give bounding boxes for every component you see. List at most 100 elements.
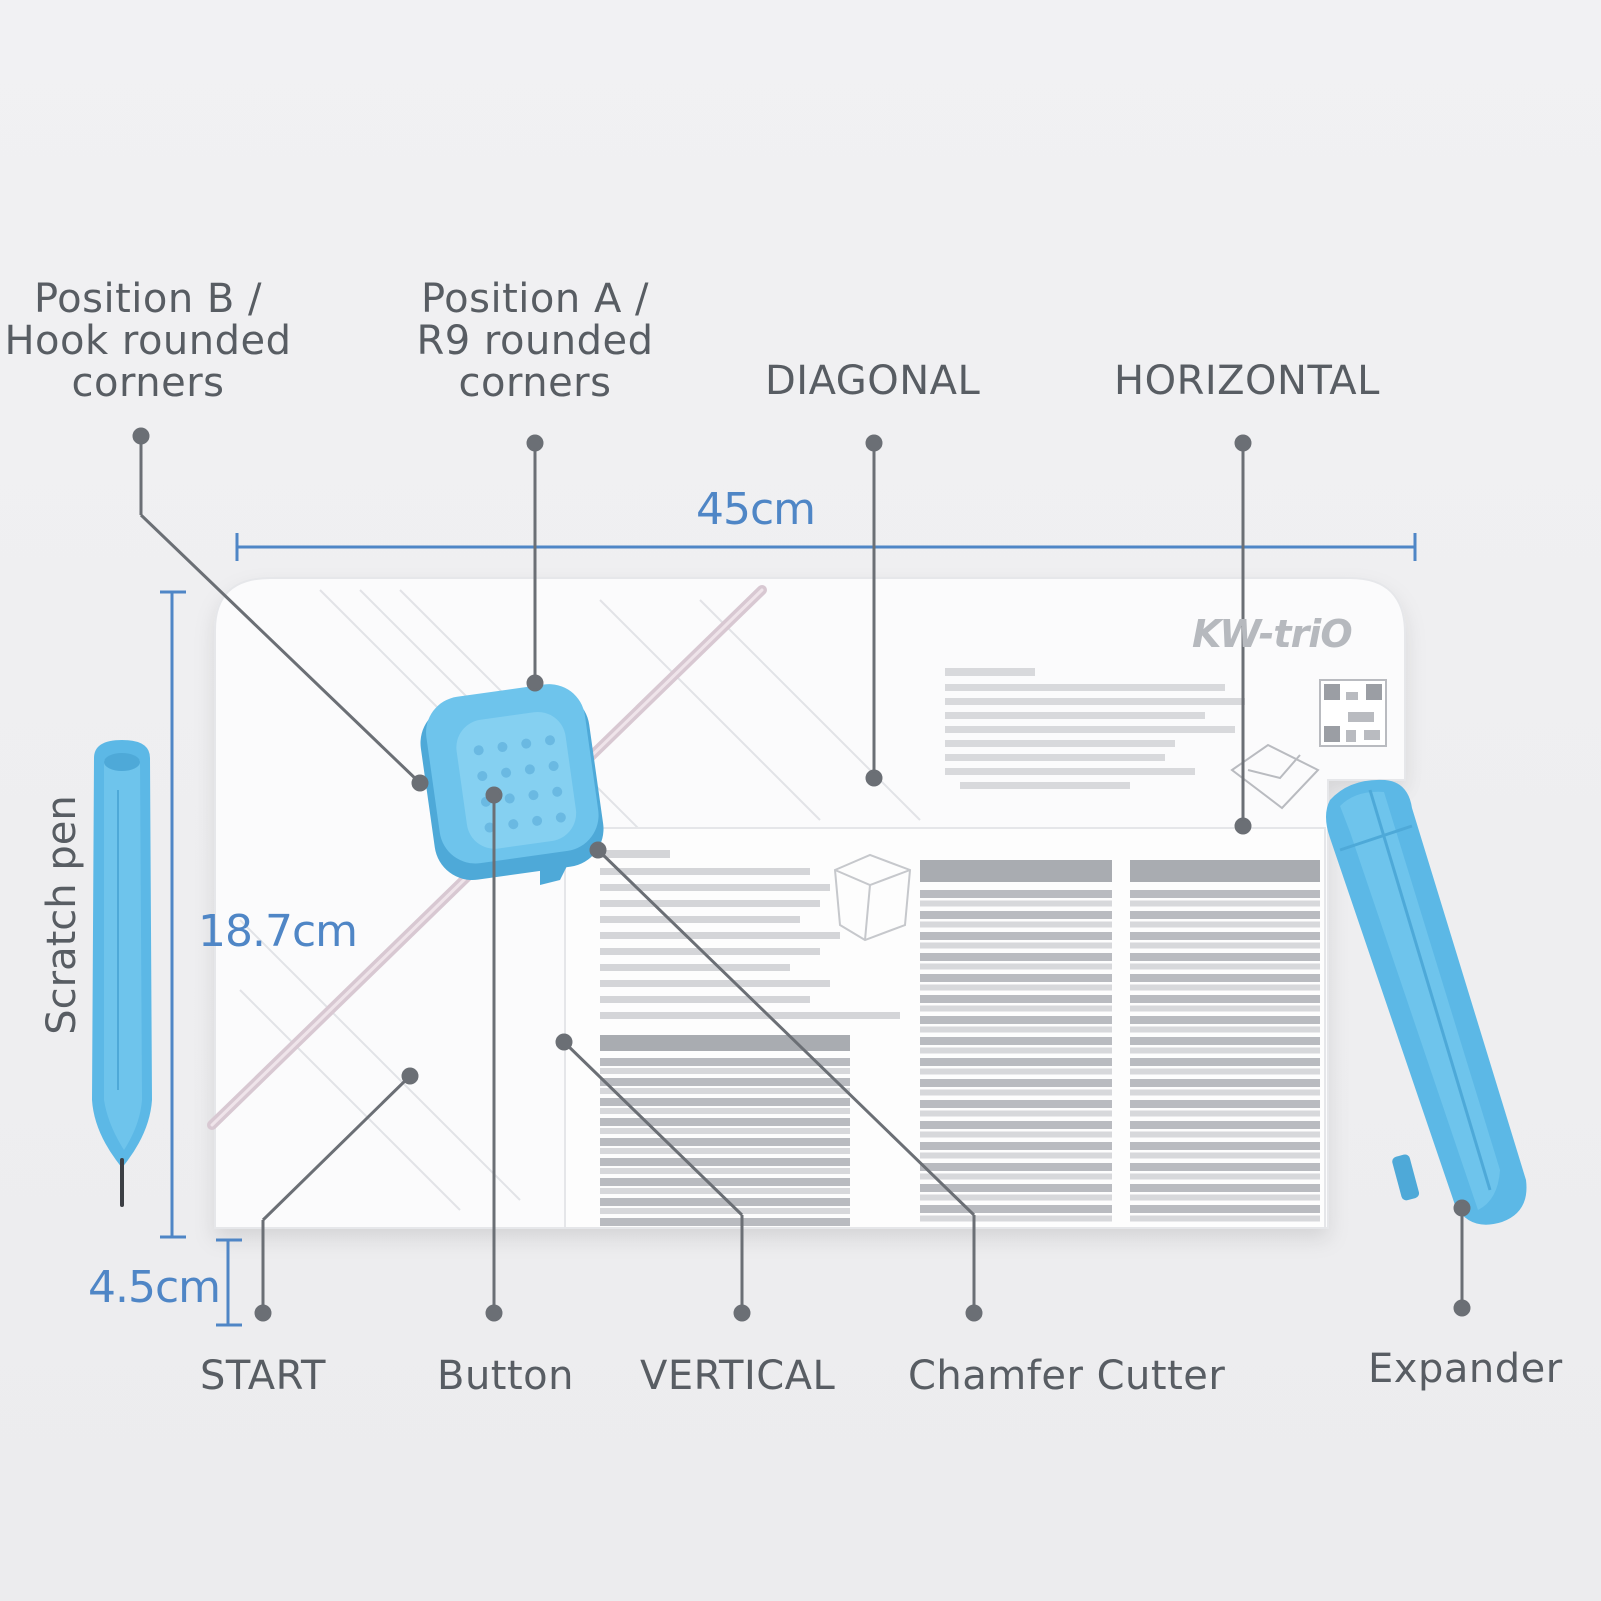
table-row — [1130, 995, 1320, 1003]
scratch-pen[interactable] — [92, 740, 152, 1207]
table-row — [600, 1078, 850, 1086]
table-row — [1130, 1100, 1320, 1108]
height-dimension-label: 18.7cm — [198, 906, 358, 957]
table-row — [600, 1108, 850, 1114]
horizontal-label: HORIZONTAL — [1114, 358, 1380, 404]
table-row — [1130, 911, 1320, 919]
table-row — [920, 1068, 1112, 1075]
brand-logo: KW-triO — [1192, 612, 1353, 656]
table-row — [600, 1168, 850, 1174]
table-row — [600, 1188, 850, 1194]
chamfer-cutter-label: Chamfer Cutter — [908, 1353, 1226, 1399]
table-row — [1130, 1068, 1320, 1075]
table-row — [1130, 900, 1320, 907]
table-row — [600, 1128, 850, 1134]
table-row — [1130, 1205, 1320, 1213]
table-row — [600, 1058, 850, 1066]
callout-lines — [132, 427, 1471, 1322]
diagonal-label: DIAGONAL — [765, 358, 981, 404]
table-row — [920, 1152, 1112, 1159]
table-row — [1130, 1047, 1320, 1054]
box-icon — [833, 853, 912, 942]
table-row — [920, 995, 1112, 1003]
table-row — [600, 1208, 850, 1214]
table-row — [600, 1138, 850, 1146]
table-row — [920, 1089, 1112, 1096]
expander-arm[interactable] — [1326, 779, 1527, 1225]
table-row — [920, 1184, 1112, 1192]
table-row — [920, 1173, 1112, 1180]
table-row — [1130, 1026, 1320, 1033]
table-row — [920, 1131, 1112, 1138]
table-row — [1130, 942, 1320, 949]
table-row — [1130, 932, 1320, 940]
start-label: START — [200, 1353, 326, 1399]
table-row — [1130, 1163, 1320, 1171]
position-a-label: Position A / R9 rounded corners — [416, 276, 654, 406]
position-b-label: Position B / Hook rounded corners — [4, 276, 292, 406]
table-row — [600, 1088, 850, 1094]
table-row — [600, 1198, 850, 1206]
table-row — [1130, 921, 1320, 928]
table-row — [920, 900, 1112, 907]
size-chart-panel — [564, 827, 1326, 1229]
table-row — [1130, 1110, 1320, 1117]
table-row — [920, 1194, 1112, 1201]
table-row — [1130, 1079, 1320, 1087]
table-row — [920, 1163, 1112, 1171]
table-row — [1130, 953, 1320, 961]
table-row — [920, 1026, 1112, 1033]
table-row — [1130, 1173, 1320, 1180]
table-row — [1130, 1131, 1320, 1138]
table-row — [920, 890, 1112, 898]
table-row — [920, 942, 1112, 949]
table-row — [920, 1058, 1112, 1066]
qr-code — [1319, 679, 1387, 747]
table-row — [600, 1098, 850, 1106]
table-row — [920, 911, 1112, 919]
table-row — [920, 1121, 1112, 1129]
table-row — [1130, 1121, 1320, 1129]
expander-label: Expander — [1368, 1346, 1563, 1392]
table-row — [1130, 1142, 1320, 1150]
table-row — [920, 1005, 1112, 1012]
table-row — [1130, 1215, 1320, 1222]
button-label: Button — [437, 1353, 574, 1399]
dimension-lines — [160, 533, 1417, 1327]
table-row — [1130, 1058, 1320, 1066]
table-row — [920, 921, 1112, 928]
table-row — [920, 1205, 1112, 1213]
table-row — [920, 1215, 1112, 1222]
table-row — [600, 1218, 850, 1226]
table-row — [1130, 890, 1320, 898]
table-row — [920, 932, 1112, 940]
table-row — [1130, 963, 1320, 970]
table-row — [600, 1178, 850, 1186]
table-row — [920, 953, 1112, 961]
table-row — [1130, 1194, 1320, 1201]
table-row — [920, 1110, 1112, 1117]
table-row — [920, 1037, 1112, 1045]
cutter-button[interactable] — [414, 679, 608, 885]
scratch-pen-label: Scratch pen — [39, 795, 85, 1035]
table-row — [1130, 984, 1320, 991]
table-row — [1130, 1184, 1320, 1192]
table-row — [1130, 974, 1320, 982]
table-row — [600, 1118, 850, 1126]
depth-dimension-label: 4.5cm — [88, 1262, 221, 1313]
table-row — [1130, 1037, 1320, 1045]
width-dimension-label: 45cm — [696, 484, 816, 535]
table-row — [1130, 1016, 1320, 1024]
table-row — [920, 1016, 1112, 1024]
table-row — [920, 1047, 1112, 1054]
table-row — [600, 1148, 850, 1154]
table-row — [920, 974, 1112, 982]
envelope-icon — [1230, 743, 1320, 810]
table-row — [1130, 1005, 1320, 1012]
table-row — [920, 1079, 1112, 1087]
table-row — [920, 1100, 1112, 1108]
table-row — [600, 1068, 850, 1074]
table-row — [920, 963, 1112, 970]
table-row — [1130, 1152, 1320, 1159]
